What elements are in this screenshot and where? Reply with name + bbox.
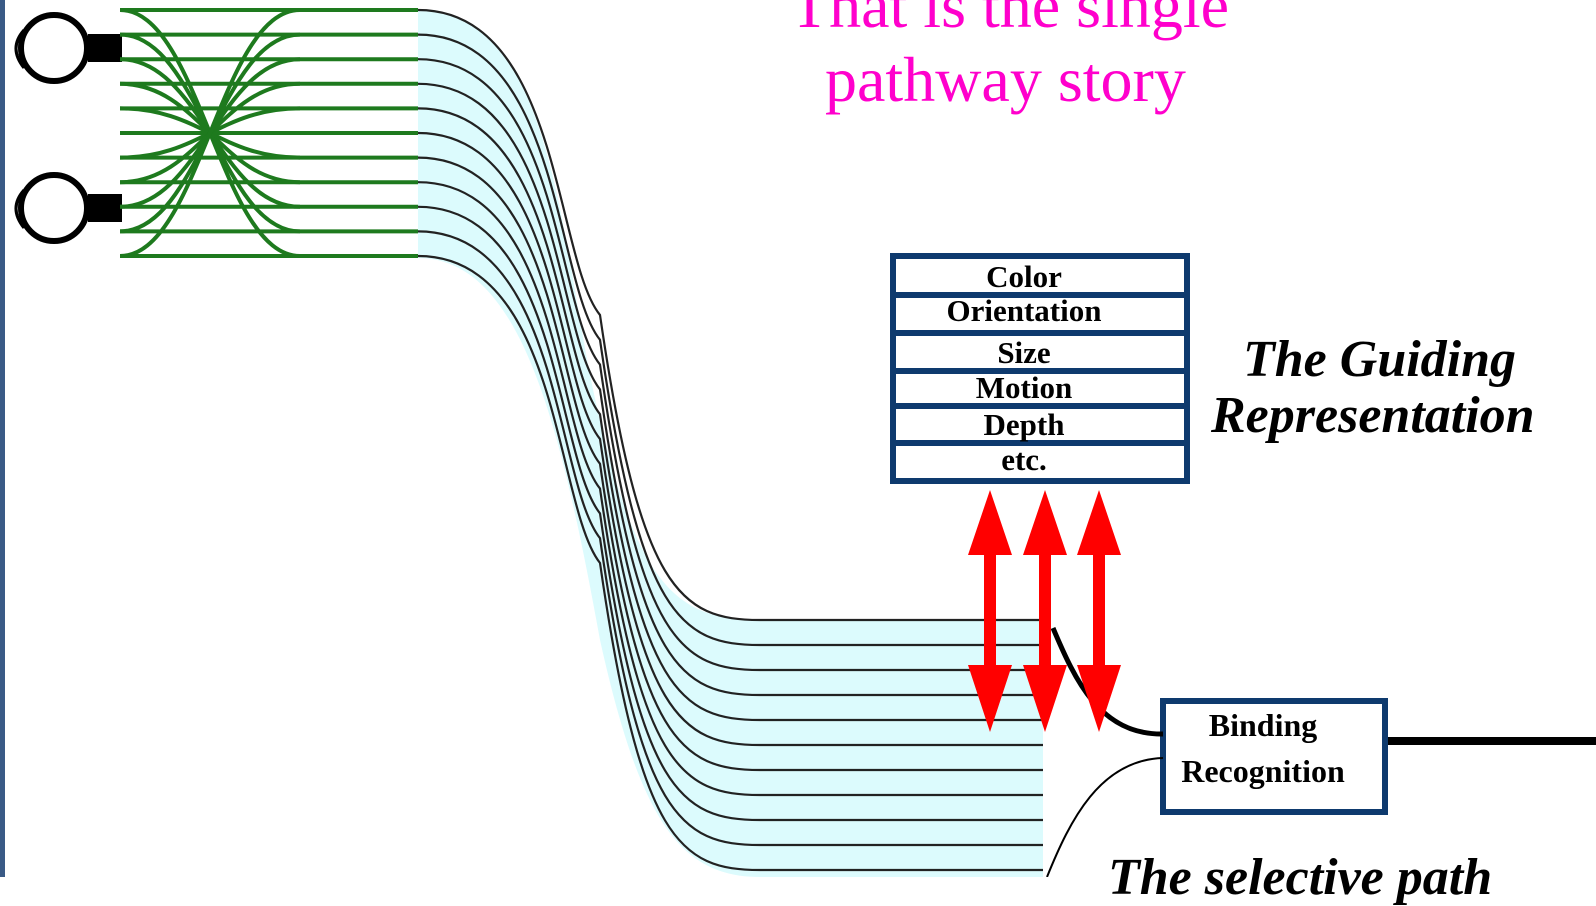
right-eye-icon: [14, 172, 122, 244]
feature-depth: Depth: [983, 407, 1065, 442]
double-arrow-icon: [1077, 490, 1121, 732]
title-line-2: pathway story: [825, 44, 1186, 115]
feedback-arrows: [968, 490, 1121, 732]
double-arrow-icon: [968, 490, 1012, 732]
pathway-fibers: [417, 8, 1043, 872]
crossing-fiber: [119, 8, 301, 258]
band-fiber: [417, 82, 1043, 697]
band-fiber: [417, 8, 1043, 622]
guiding-caption-line-1: The Guiding: [1243, 331, 1517, 388]
band-fiber: [417, 107, 1043, 722]
left-eye-icon: [14, 12, 122, 84]
band-fiber: [417, 254, 1043, 872]
band-fiber: [417, 156, 1043, 772]
recognition-label: Recognition: [1181, 753, 1345, 789]
band-fiber: [417, 131, 1043, 747]
band-fiber: [417, 181, 1043, 797]
binding-recognition-box: [1160, 698, 1596, 815]
guiding-caption-line-2: Representation: [1211, 387, 1535, 444]
double-arrow-icon: [1023, 490, 1067, 732]
band-fiber: [417, 205, 1043, 822]
title-line-1: That is the single: [790, 0, 1230, 41]
selective-path-caption: The selective path: [1108, 849, 1493, 906]
pathway-band: [418, 10, 1043, 877]
band-fiber: [417, 33, 1043, 647]
guiding-representation-box: [890, 253, 1190, 484]
band-fiber: [417, 230, 1043, 847]
binding-label: Binding: [1208, 707, 1318, 743]
slide-edge: [0, 0, 5, 877]
pathway-diagram: [14, 8, 1596, 877]
selective-path-curve: [1046, 757, 1164, 877]
feature-size: Size: [997, 335, 1051, 370]
feature-motion: Motion: [975, 370, 1073, 405]
feature-etc: etc.: [1001, 442, 1047, 477]
feature-orientation: Orientation: [946, 293, 1102, 328]
optic-fibers: [119, 8, 418, 258]
feature-color: Color: [986, 259, 1062, 294]
band-fiber: [417, 58, 1043, 672]
